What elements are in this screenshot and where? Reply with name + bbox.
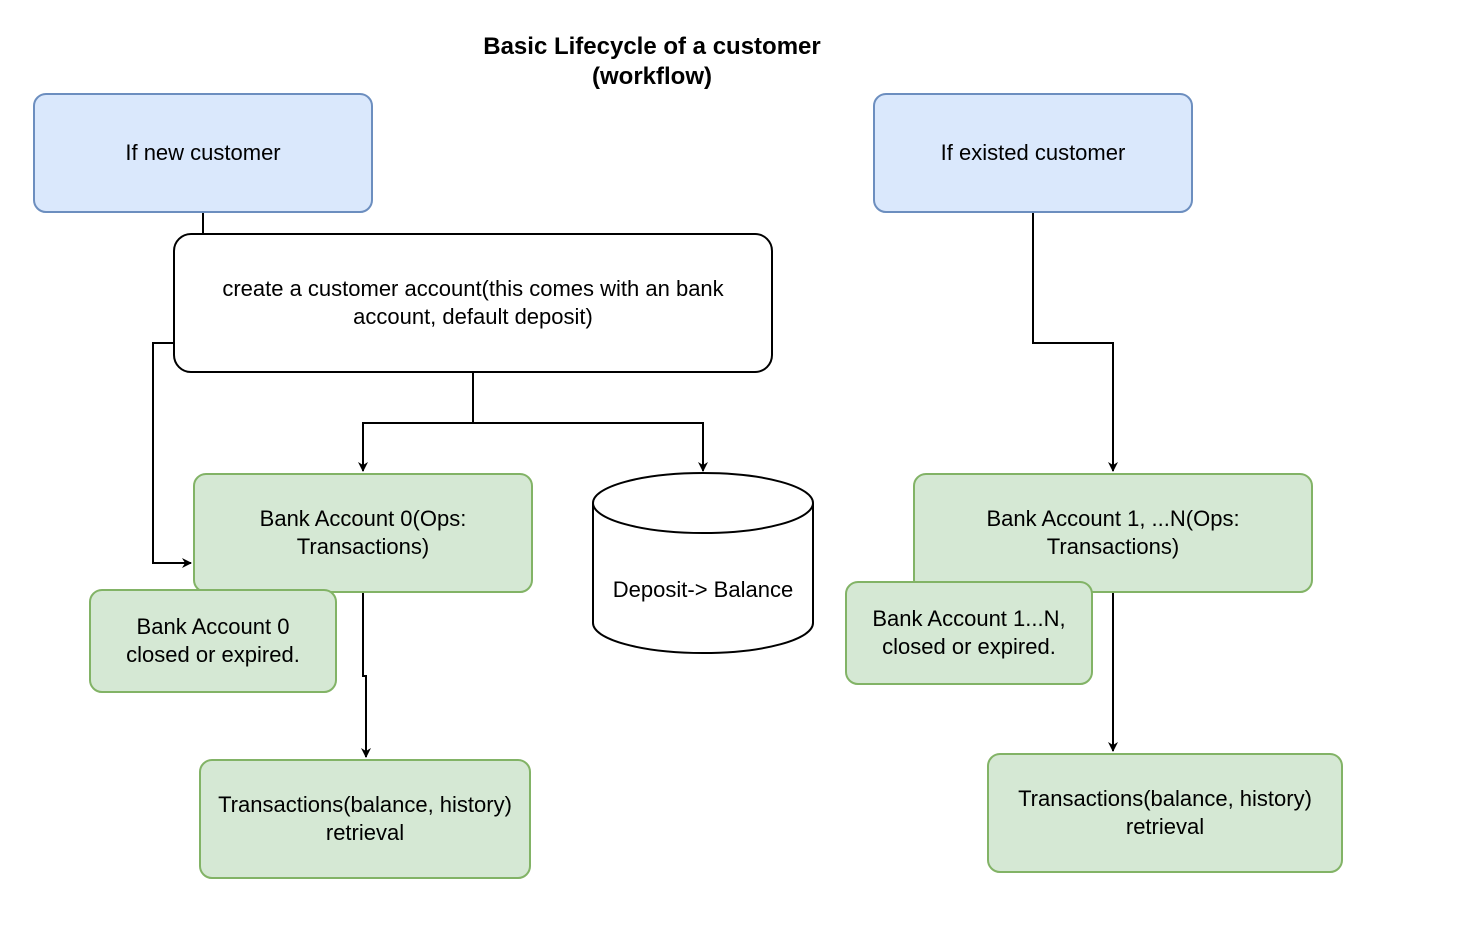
node-transactions-retrieval-left: Transactions(balance, history) retrieval	[199, 759, 531, 879]
node-new-customer-label: If new customer	[125, 140, 281, 165]
node-bank-account-n-closed: Bank Account 1...N, closed or expired.	[845, 581, 1093, 685]
diagram-title-line1: Basic Lifecycle of a customer	[483, 33, 821, 60]
node-bank-account-0-closed-line1: Bank Account 0	[136, 614, 290, 639]
node-bank-account-0: Bank Account 0(Ops: Transactions)	[193, 473, 533, 593]
node-bank-account-n: Bank Account 1, ...N(Ops: Transactions)	[913, 473, 1313, 593]
node-bank-account-n-line1: Bank Account 1, ...N(Ops:	[986, 506, 1240, 531]
node-create-label-line1: create a customer account(this comes wit…	[222, 276, 724, 301]
node-new-customer: If new customer	[33, 93, 373, 213]
node-existed-customer: If existed customer	[873, 93, 1193, 213]
node-bank-account-0-line1: Bank Account 0(Ops:	[259, 506, 467, 531]
connector-split-to-bank-account-0	[358, 422, 473, 472]
node-bank-account-n-closed-line1: Bank Account 1...N,	[872, 606, 1066, 631]
node-transactions-left-line2: retrieval	[325, 820, 405, 845]
connector-bank-account-0-to-transactions	[361, 593, 371, 758]
diagram-title: Basic Lifecycle of a customer (workflow)	[432, 32, 872, 92]
deposit-balance-label: Deposit-> Balance	[612, 577, 794, 602]
node-bank-account-0-line2: Transactions)	[296, 534, 430, 559]
node-transactions-right-line2: retrieval	[1125, 814, 1205, 839]
deposit-database-icon	[592, 472, 814, 654]
node-transactions-right-line1: Transactions(balance, history)	[1018, 786, 1312, 811]
diagram-title-line2: (workflow)	[592, 63, 712, 90]
node-existed-customer-label: If existed customer	[940, 140, 1126, 165]
node-bank-account-n-line2: Transactions)	[1046, 534, 1180, 559]
node-create-customer-account: create a customer account(this comes wit…	[173, 233, 773, 373]
node-bank-account-n-closed-line2: closed or expired.	[882, 634, 1056, 659]
node-transactions-left-line1: Transactions(balance, history)	[218, 792, 512, 817]
connector-split-to-deposit	[473, 422, 708, 472]
node-transactions-retrieval-right: Transactions(balance, history) retrieval	[987, 753, 1343, 873]
connector-create-to-bank-account-0-side	[152, 342, 192, 568]
node-bank-account-0-closed: Bank Account 0 closed or expired.	[89, 589, 337, 693]
node-create-label-line2: account, default deposit)	[353, 304, 593, 329]
node-bank-account-0-closed-line2: closed or expired.	[126, 642, 300, 667]
connector-existed-to-bank-account-n	[1032, 213, 1118, 472]
